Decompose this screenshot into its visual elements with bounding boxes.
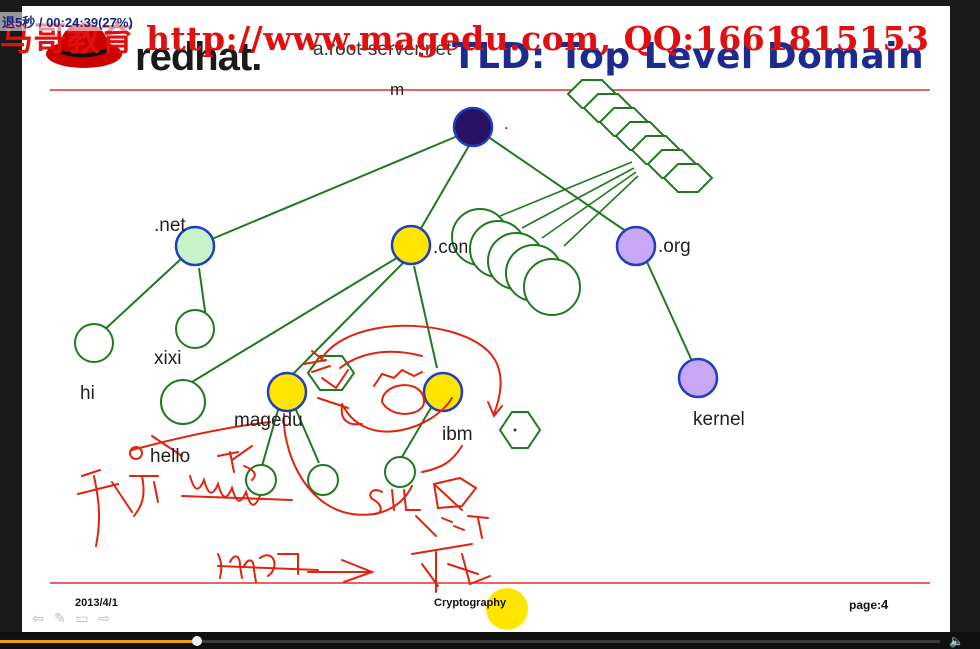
hexagon-node-right (498, 411, 542, 449)
seek-scrubber[interactable] (192, 636, 203, 646)
stacked-hexagons (566, 79, 714, 193)
slide-diagram (46, 23, 930, 630)
node-label-net: .net (154, 215, 186, 236)
node-label-magedu: magedu (234, 410, 303, 431)
com-node (390, 224, 432, 266)
footer-date: 2013/4/1 (75, 597, 118, 609)
footer-page: page:4 (849, 597, 888, 612)
node-label-root: . (504, 114, 509, 133)
net-node (174, 225, 216, 267)
node-label-kernel: kernel (693, 409, 745, 430)
ibm-node (422, 371, 464, 413)
pen-icon[interactable]: ✎ (54, 609, 66, 626)
node-label-hello: hello (150, 446, 191, 467)
cursor-highlight (486, 588, 528, 630)
presentation-slide: redhat. a.root-server.net TLD: Top Level… (22, 6, 950, 632)
handwritten-annotations (77, 324, 503, 593)
page-label: page: (849, 598, 882, 612)
playback-timer: 退5秒 / 00:24:39(27%) (0, 12, 135, 31)
org-node (615, 225, 657, 267)
hexagon-node (306, 355, 356, 391)
node-label-com: .com (433, 237, 467, 258)
prev-slide-icon[interactable]: ⇦ (32, 609, 44, 626)
redhat-wordmark: redhat. (135, 35, 262, 79)
video-player-bar: 🔈 (0, 632, 980, 649)
node-label-xixi: xixi (154, 348, 182, 369)
seek-bar[interactable] (0, 640, 940, 643)
node-label-org: .org (658, 236, 691, 257)
hex-arrows (499, 161, 639, 247)
speaker-icon[interactable]: 🔈 (949, 634, 964, 648)
page-number: 4 (881, 597, 889, 612)
seek-bar-progress (0, 640, 198, 643)
node-label-ibm: ibm (442, 424, 473, 445)
node-label-hi: hi (80, 383, 95, 404)
node-label-m: m (390, 80, 405, 99)
magedu-node (266, 371, 308, 413)
watermark: 马哥教育 http://www.magedu.com, QQ:166181515… (0, 19, 930, 58)
slide-nav: ⇦ ✎ ▭ ⇨ (30, 609, 112, 626)
kernel-node (677, 357, 719, 399)
next-slide-icon[interactable]: ⇨ (98, 609, 110, 626)
root-server-label: a.root-server.net (313, 39, 452, 60)
slide-title: TLD: Top Level Domain (452, 36, 925, 77)
stacked-circles (451, 208, 581, 316)
footer-title: Cryptography (434, 597, 507, 609)
root-node (452, 106, 494, 148)
menu-icon[interactable]: ▭ (75, 609, 89, 626)
